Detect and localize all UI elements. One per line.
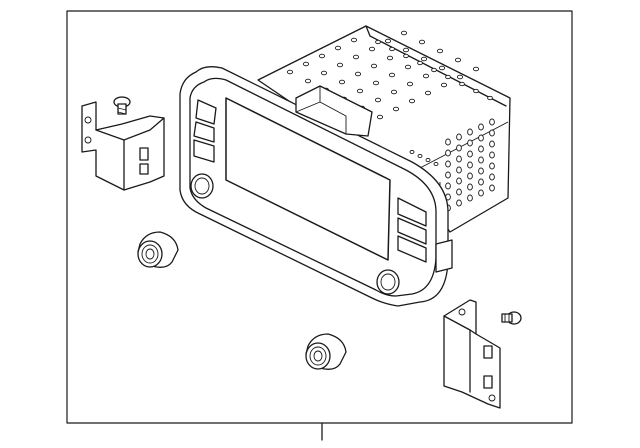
vent-hole xyxy=(370,63,378,69)
vent-hole xyxy=(402,47,410,53)
vent-hole xyxy=(472,66,480,72)
vent-hole xyxy=(473,88,479,94)
vent-hole xyxy=(456,144,462,152)
vent-hole xyxy=(467,139,473,147)
vent-hole xyxy=(356,88,364,94)
vent-hole xyxy=(478,178,484,186)
vent-hole xyxy=(376,114,384,120)
vent-hole xyxy=(406,81,414,87)
vent-hole xyxy=(454,57,462,63)
vent-hole xyxy=(489,173,495,181)
vent-hole xyxy=(445,149,451,157)
vent-hole xyxy=(420,56,428,62)
vent-hole xyxy=(456,133,462,141)
left-knob xyxy=(137,231,179,268)
vent-hole xyxy=(417,153,423,159)
vent-hole xyxy=(445,138,451,146)
head-unit-chassis xyxy=(257,25,511,233)
vent-hole xyxy=(409,149,415,155)
vent-hole xyxy=(352,54,360,60)
vent-hole xyxy=(304,78,312,84)
vent-hole xyxy=(456,166,462,174)
vent-hole xyxy=(336,62,344,68)
vent-hole xyxy=(445,160,451,168)
vent-hole xyxy=(478,123,484,131)
left-mounting-bracket xyxy=(81,101,165,191)
vent-hole xyxy=(489,151,495,159)
vent-hole xyxy=(422,73,430,79)
vent-hole xyxy=(400,30,408,36)
vent-hole xyxy=(456,188,462,196)
vent-hole xyxy=(445,74,451,80)
vent-hole xyxy=(467,172,473,180)
vent-hole xyxy=(320,70,328,76)
vent-hole xyxy=(467,183,473,191)
vent-hole xyxy=(489,184,495,192)
vent-hole xyxy=(433,161,439,167)
vent-hole xyxy=(467,194,473,202)
diagram-frame xyxy=(66,10,573,424)
vent-hole xyxy=(431,67,437,73)
vent-hole xyxy=(440,82,448,88)
vent-hole xyxy=(302,61,310,67)
vent-hole xyxy=(489,140,495,148)
right-mounting-bracket xyxy=(443,299,501,409)
vent-hole xyxy=(459,81,465,87)
vent-hole xyxy=(456,199,462,207)
vent-hole xyxy=(384,38,392,44)
vent-hole xyxy=(424,90,432,96)
vent-hole xyxy=(489,129,495,137)
vent-hole xyxy=(404,64,412,70)
vent-hole xyxy=(350,37,358,43)
vent-hole xyxy=(456,155,462,163)
vent-hole xyxy=(467,150,473,158)
vent-hole xyxy=(425,157,431,163)
right-screw xyxy=(501,311,522,325)
vent-hole xyxy=(478,156,484,164)
vent-hole xyxy=(368,46,376,52)
vent-hole xyxy=(417,60,423,66)
vent-hole xyxy=(489,162,495,170)
display-bezel xyxy=(179,66,453,307)
right-knob xyxy=(305,333,347,370)
vent-hole xyxy=(489,118,495,126)
vent-hole xyxy=(374,97,382,103)
vent-hole xyxy=(445,182,451,190)
vent-hole xyxy=(334,45,342,51)
vent-hole xyxy=(354,71,362,77)
vent-hole xyxy=(456,74,464,80)
vent-hole xyxy=(403,53,409,59)
vent-hole xyxy=(286,69,294,75)
vent-hole xyxy=(467,128,473,136)
vent-hole xyxy=(478,167,484,175)
vent-hole xyxy=(467,161,473,169)
vent-hole xyxy=(372,80,380,86)
vent-hole xyxy=(478,189,484,197)
vent-hole xyxy=(487,95,493,101)
vent-hole xyxy=(436,48,444,54)
vent-hole xyxy=(392,106,400,112)
vent-hole xyxy=(388,72,396,78)
vent-hole xyxy=(386,55,394,61)
vent-hole xyxy=(318,53,326,59)
vent-hole xyxy=(418,39,426,45)
left-screw xyxy=(113,96,131,115)
vent-hole xyxy=(445,171,451,179)
vent-hole xyxy=(375,39,381,45)
vent-hole xyxy=(478,145,484,153)
vent-hole xyxy=(408,98,416,104)
vent-hole xyxy=(338,79,346,85)
vent-hole xyxy=(389,46,395,52)
vent-hole xyxy=(478,134,484,142)
vent-hole xyxy=(390,89,398,95)
vent-hole xyxy=(438,65,446,71)
vent-hole xyxy=(456,177,462,185)
